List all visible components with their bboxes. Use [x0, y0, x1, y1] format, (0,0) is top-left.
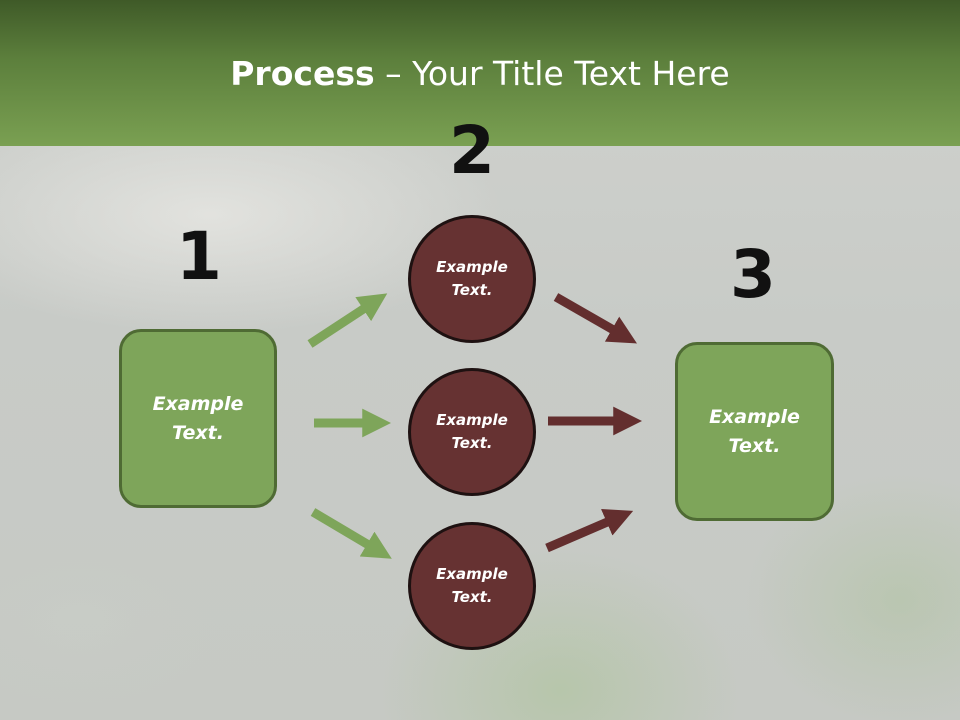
- step-3-box: Example Text.: [675, 342, 834, 521]
- circle-bottom-line2: Text.: [451, 588, 493, 606]
- right-arrow-down: [553, 293, 637, 344]
- title-rest: – Your Title Text Here: [374, 54, 730, 93]
- step-number-2: 2: [449, 112, 495, 189]
- step-3-text-line2: Text.: [728, 434, 781, 457]
- step-1-text-line1: Example: [152, 392, 244, 415]
- left-arrow-down: [310, 508, 392, 559]
- left-arrow-up: [307, 293, 388, 348]
- step-1-text-line2: Text.: [172, 421, 224, 444]
- right-arrow-up: [545, 509, 634, 553]
- step-2-circle-top: Example Text.: [408, 215, 536, 343]
- step-3-text-line1: Example: [709, 405, 800, 428]
- title-bar: Process – Your Title Text Here: [0, 0, 960, 146]
- step-number-3: 3: [730, 236, 776, 313]
- circle-bottom-line1: Example: [436, 565, 508, 583]
- title-bold: Process: [230, 54, 375, 93]
- circle-top-line1: Example: [436, 258, 508, 276]
- circle-middle-line1: Example: [436, 411, 508, 429]
- circle-middle-line2: Text.: [451, 434, 493, 452]
- step-number-1: 1: [176, 218, 222, 295]
- circle-top-line2: Text.: [451, 281, 493, 299]
- step-1-box: Example Text.: [119, 329, 277, 508]
- slide-title: Process – Your Title Text Here: [0, 52, 960, 96]
- step-2-circle-bottom: Example Text.: [408, 522, 536, 650]
- step-2-circle-middle: Example Text.: [408, 368, 536, 496]
